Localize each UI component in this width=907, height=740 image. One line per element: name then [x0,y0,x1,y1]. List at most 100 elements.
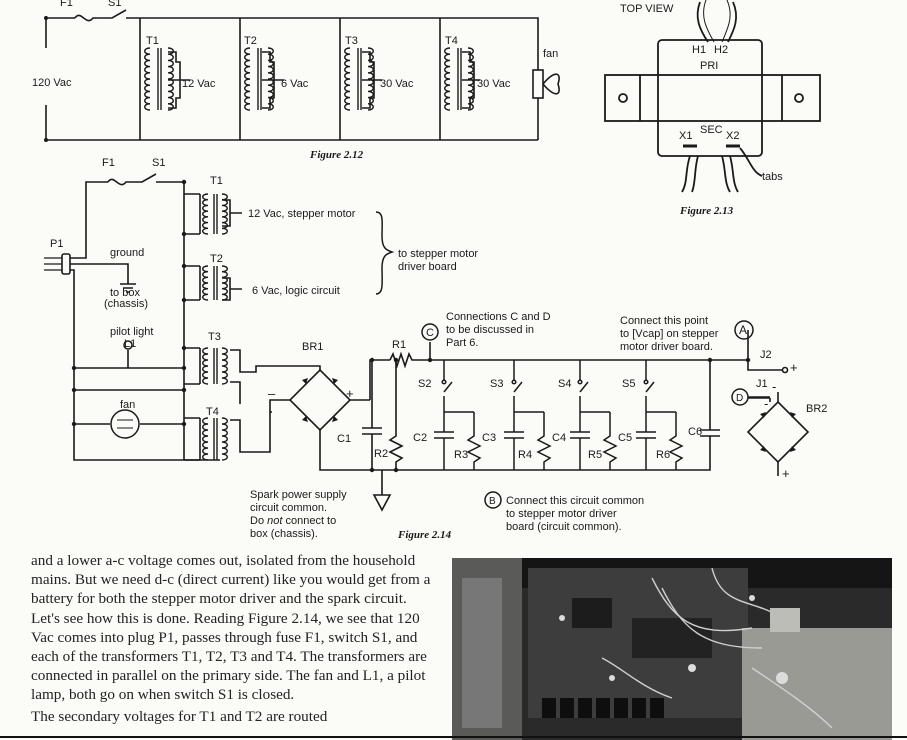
fig214-conn-b-2: to stepper motor driver [506,508,617,520]
fig212-t3-sec: 30 Vac [380,78,414,90]
bottom-rule [0,736,907,738]
transformer-coil [444,47,451,111]
fig214-c5: C5 [618,432,632,444]
fig214-f1: F1 [102,157,115,169]
fig214-node-b: B [489,496,496,507]
fig214-conn-b-1: Connect this circuit common [506,495,644,507]
transformer-coil [202,347,209,385]
body-paragraph-1: and a lower a-c voltage comes out, isola… [31,552,431,704]
fig214-conn-cd-1: Connections C and D [446,311,551,323]
fig214-conn-a-3: motor driver board. [620,341,713,353]
transformer-coil [221,347,228,385]
fig214-t1: T1 [210,175,223,187]
transformer-coil [202,265,209,301]
fig214-node-d: D [736,393,743,404]
fig214-driver-board-2: driver board [398,261,457,273]
fig213-h1: H1 [692,44,706,56]
transformer-coil [267,47,274,111]
fig212-t4-sec: 30 Vac [477,78,511,90]
fig213-x2: X2 [726,130,739,142]
fig214-s5: S5 [622,378,635,390]
fig213-top-view: TOP VIEW [620,3,674,15]
fig213-sec: SEC [700,124,723,136]
switch-contact [577,379,583,385]
fig214-c4: C4 [552,432,566,444]
switch-branch [636,360,684,470]
fig214-t4: T4 [206,406,219,418]
fig212-f1: F1 [60,0,73,9]
fig214-j1: J1 [756,378,768,390]
fig214-node-a: A [739,323,747,337]
fig214-c1: C1 [337,433,351,445]
fig214-pilot-light: pilot light [110,326,153,338]
switch-contact [643,379,649,385]
transformer-coil [467,47,474,111]
fig214-t1-label: 12 Vac, stepper motor [248,208,356,220]
switch-contact [511,379,517,385]
transformer-coil [367,47,374,111]
switch-contact [441,379,447,385]
fig214-to-box: to box [110,287,140,299]
fig214-conn-cd-3: Part 6. [446,337,478,349]
transformer-coil [344,47,351,111]
fig214-r2: R2 [374,448,388,460]
fig214-s1: S1 [152,157,165,169]
fig214-spark-2: circuit common. [250,502,327,514]
j1-minus: - [772,379,776,394]
fig214-r5: R5 [588,449,602,461]
transformer-coil [144,47,151,111]
switch-branch [504,360,552,470]
switch-branch [570,360,618,470]
fig212-t1-sec: 12 Vac [182,78,216,90]
fig213-h2: H2 [714,44,728,56]
fig212-t2-sec: 6 Vac [281,78,309,90]
fig212-t4: T4 [445,35,458,47]
transformer-coil [221,265,228,301]
fig212-s1: S1 [108,0,121,9]
br1-plus: + [346,386,354,401]
transformer-coil [202,417,209,461]
fig213-tabs: tabs [762,171,783,183]
fig214-r4: R4 [518,449,532,461]
br1-minus: – [268,386,276,401]
fig214-r1: R1 [392,339,406,351]
circuit-board-photo [452,558,892,740]
fig214-t2: T2 [210,253,223,265]
fig214-p1: P1 [50,238,63,250]
fig212-input: 120 Vac [32,77,72,89]
fig214-s2: S2 [418,378,431,390]
fig214-c3: C3 [482,432,496,444]
fig214-r3: R3 [454,449,468,461]
transformer-coil [221,193,228,235]
schematic-figures: F1 S1 120 Vac T1 T2 T3 T4 12 Vac 6 Vac 3… [32,0,827,541]
fig214-conn-cd-2: to be discussed in [446,324,534,336]
fig214-node-c: C [426,327,434,339]
j2-plus: + [790,360,798,375]
fig214-c6: C6 [688,426,702,438]
fig212-caption: Figure 2.12 [309,149,364,161]
fig213-pri: PRI [700,60,718,72]
fig214-r6: R6 [656,449,670,461]
switch-branch [434,360,482,470]
body-paragraph-2: The secondary voltages for T1 and T2 are… [31,707,328,725]
transformer-coil [244,47,251,111]
fig214-spark-1: Spark power supply [250,489,347,501]
fig214-s4: S4 [558,378,571,390]
fig214-br1: BR1 [302,341,323,353]
fig214-s3: S3 [490,378,503,390]
br2-minus: - [764,396,768,411]
fig214-ground: ground [110,247,144,259]
fig214-chassis: (chassis) [104,298,148,310]
fig213-x1: X1 [679,130,692,142]
fig214-fan: fan [120,399,135,411]
body-text: and a lower a-c voltage comes out, isola… [31,551,431,728]
br2-plus: + [782,466,790,481]
fig214-caption: Figure 2.14 [397,529,452,541]
fig212-t2: T2 [244,35,257,47]
fig214-t2-label: 6 Vac, logic circuit [252,285,340,297]
fig214-t3: T3 [208,331,221,343]
fig212-fan: fan [543,48,558,60]
fig214-j2: J2 [760,349,772,361]
transformer-coil [167,47,174,111]
